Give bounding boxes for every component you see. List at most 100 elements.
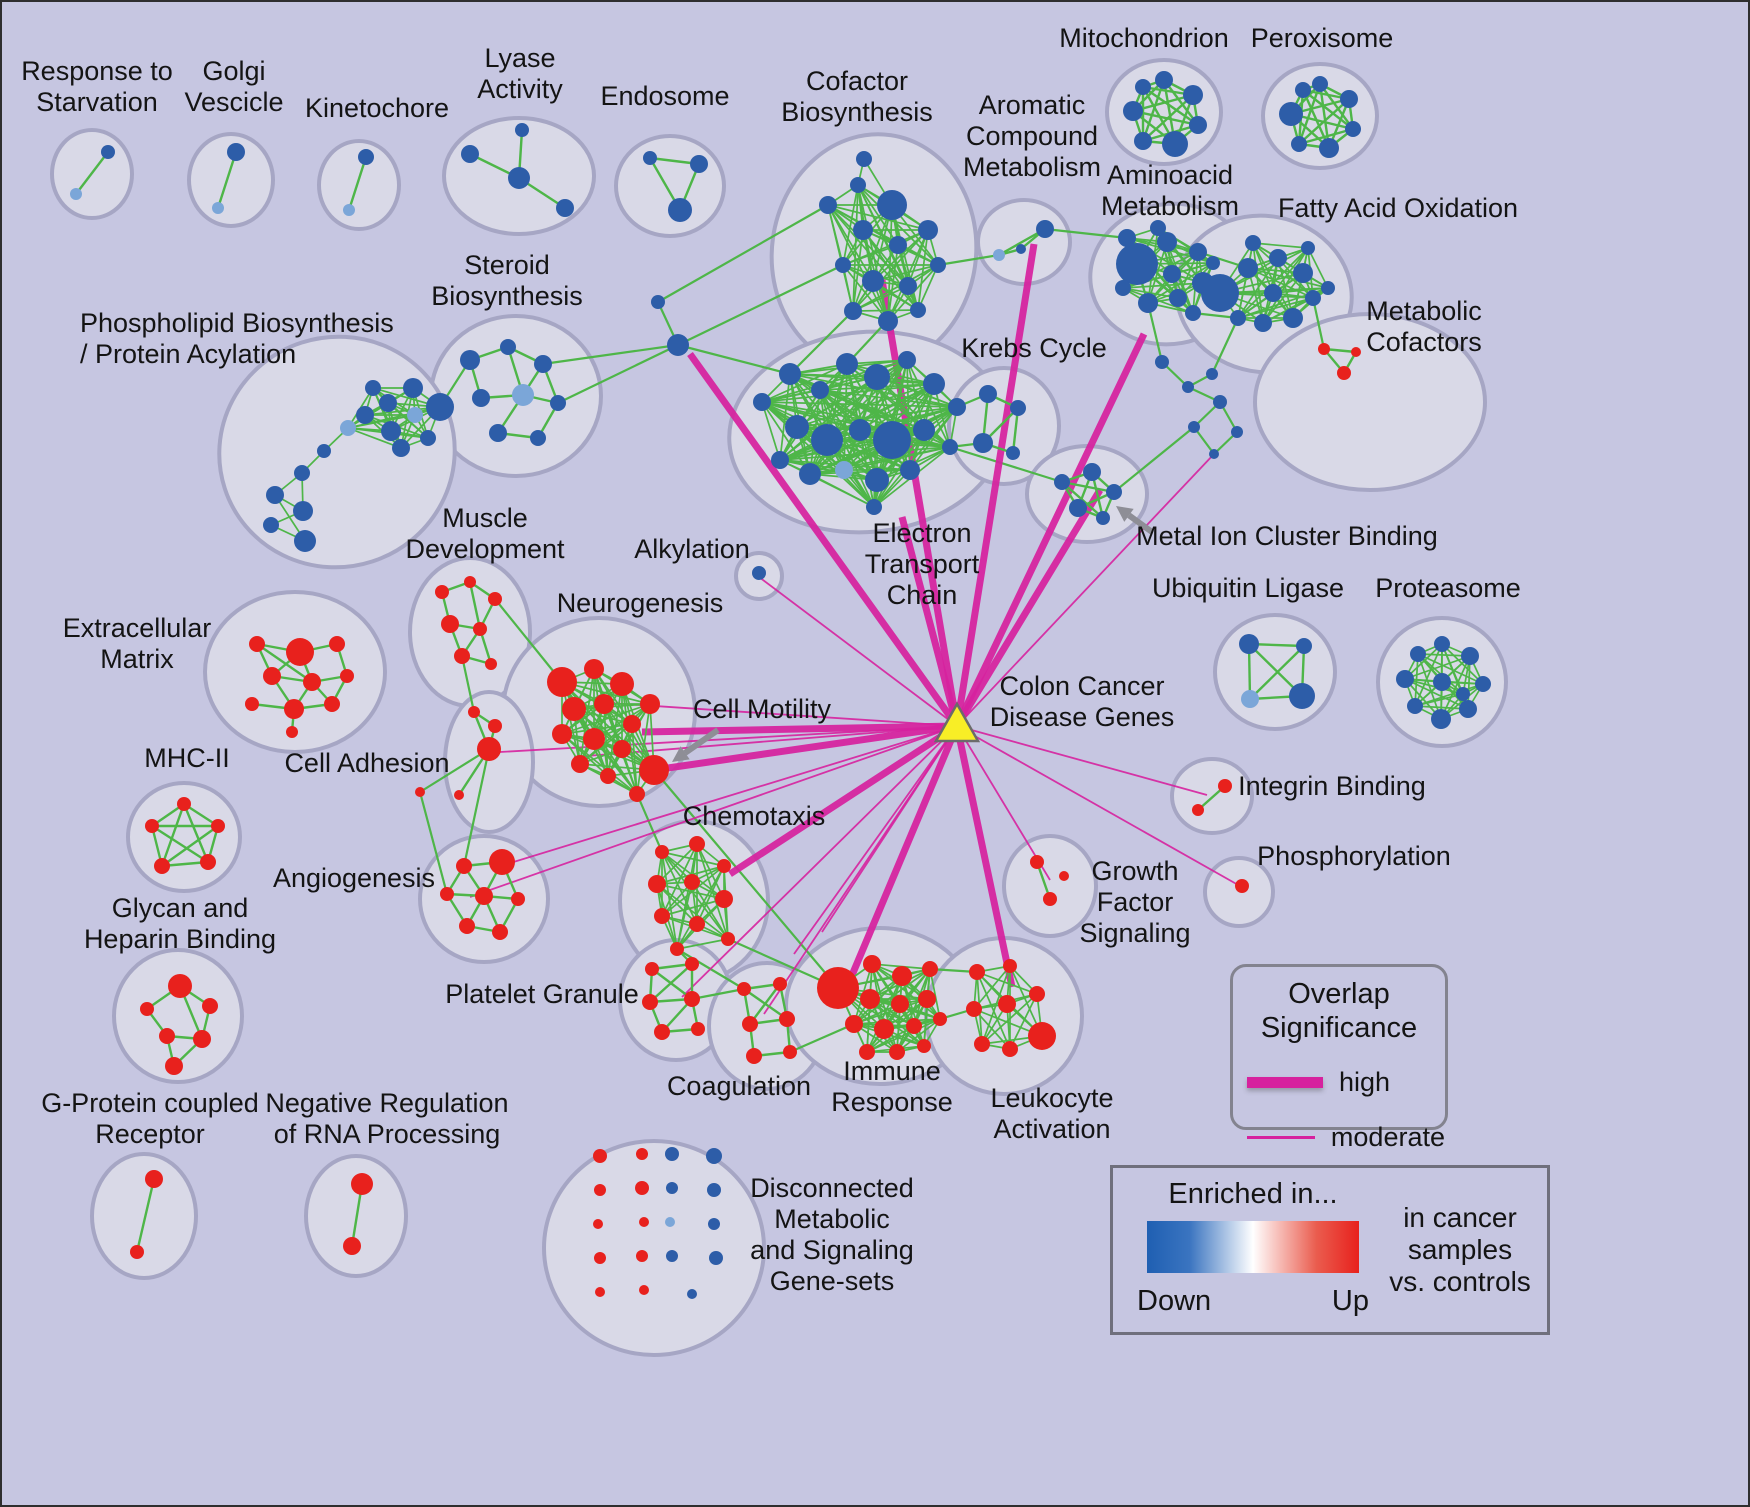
gene-set-node[interactable] <box>489 424 507 442</box>
gene-set-node[interactable] <box>168 974 192 998</box>
gene-set-node[interactable] <box>1218 779 1232 793</box>
gene-set-node[interactable] <box>294 530 316 552</box>
gene-set-node[interactable] <box>864 364 890 390</box>
gene-set-node[interactable] <box>407 407 423 423</box>
gene-set-node[interactable] <box>1002 1041 1018 1057</box>
gene-set-node[interactable] <box>329 636 345 652</box>
gene-set-node[interactable] <box>856 151 872 167</box>
gene-set-node[interactable] <box>898 351 916 369</box>
gene-set-node[interactable] <box>715 890 733 908</box>
gene-set-node[interactable] <box>845 1015 863 1033</box>
gene-set-node[interactable] <box>654 908 670 924</box>
gene-set-node[interactable] <box>918 990 936 1008</box>
gene-set-node[interactable] <box>1183 85 1203 105</box>
gene-set-node[interactable] <box>177 797 191 811</box>
gene-set-node[interactable] <box>1150 220 1166 236</box>
gene-set-node[interactable] <box>165 1057 183 1075</box>
gene-set-node[interactable] <box>689 916 705 932</box>
gene-set-node[interactable] <box>459 918 475 934</box>
gene-set-node[interactable] <box>923 373 945 395</box>
gene-set-node[interactable] <box>850 177 866 193</box>
gene-set-node[interactable] <box>773 977 787 991</box>
gene-set-node[interactable] <box>1028 1022 1056 1050</box>
gene-set-node[interactable] <box>340 669 354 683</box>
gene-set-node[interactable] <box>1433 673 1451 691</box>
gene-set-node[interactable] <box>101 145 115 159</box>
gene-set-node[interactable] <box>1155 71 1173 89</box>
gene-set-node[interactable] <box>1296 638 1312 654</box>
gene-set-node[interactable] <box>966 1001 982 1017</box>
gene-set-node[interactable] <box>461 145 479 163</box>
gene-set-node[interactable] <box>709 1251 723 1265</box>
gene-set-node[interactable] <box>1456 687 1470 701</box>
gene-set-node[interactable] <box>293 501 313 521</box>
gene-set-node[interactable] <box>1169 289 1187 307</box>
gene-set-node[interactable] <box>472 389 490 407</box>
gene-set-node[interactable] <box>610 672 634 696</box>
gene-set-node[interactable] <box>1291 136 1307 152</box>
gene-set-node[interactable] <box>468 706 480 718</box>
gene-set-node[interactable] <box>746 1048 762 1064</box>
gene-set-node[interactable] <box>654 1024 670 1040</box>
gene-set-node[interactable] <box>303 673 321 691</box>
gene-set-node[interactable] <box>1459 700 1477 718</box>
gene-set-node[interactable] <box>665 1217 675 1227</box>
gene-set-node[interactable] <box>643 151 657 165</box>
gene-set-node[interactable] <box>1264 284 1282 302</box>
gene-set-node[interactable] <box>859 1044 875 1060</box>
gene-set-node[interactable] <box>689 836 705 852</box>
gene-set-node[interactable] <box>779 363 801 385</box>
gene-set-node[interactable] <box>752 566 766 580</box>
gene-set-node[interactable] <box>779 1011 795 1027</box>
gene-set-node[interactable] <box>785 415 809 439</box>
gene-set-node[interactable] <box>552 724 572 744</box>
gene-set-node[interactable] <box>356 406 374 424</box>
gene-set-node[interactable] <box>835 461 853 479</box>
gene-set-node[interactable] <box>642 994 658 1010</box>
gene-set-node[interactable] <box>707 1183 721 1197</box>
gene-set-node[interactable] <box>1321 281 1335 295</box>
gene-set-node[interactable] <box>1239 634 1259 654</box>
gene-set-node[interactable] <box>284 699 304 719</box>
gene-set-node[interactable] <box>993 249 1005 261</box>
gene-set-node[interactable] <box>343 1237 361 1255</box>
gene-set-node[interactable] <box>973 433 993 453</box>
gene-set-node[interactable] <box>584 659 604 679</box>
colon-cancer-disease-genes-node[interactable] <box>933 701 981 743</box>
gene-set-node[interactable] <box>1431 709 1451 729</box>
gene-set-node[interactable] <box>464 576 476 588</box>
gene-set-node[interactable] <box>441 615 459 633</box>
gene-set-node[interactable] <box>1135 79 1151 95</box>
gene-set-node[interactable] <box>159 1028 175 1044</box>
gene-set-node[interactable] <box>1185 305 1201 321</box>
gene-set-node[interactable] <box>906 1018 922 1034</box>
gene-set-node[interactable] <box>1138 293 1158 313</box>
gene-set-node[interactable] <box>511 892 525 906</box>
gene-set-node[interactable] <box>381 421 401 441</box>
gene-set-node[interactable] <box>530 430 546 446</box>
gene-set-node[interactable] <box>489 849 515 875</box>
gene-set-node[interactable] <box>1054 474 1070 490</box>
gene-set-node[interactable] <box>645 962 659 976</box>
gene-set-node[interactable] <box>737 982 751 996</box>
gene-set-node[interactable] <box>435 585 449 599</box>
gene-set-node[interactable] <box>665 1147 679 1161</box>
gene-set-node[interactable] <box>1201 274 1239 312</box>
gene-set-node[interactable] <box>1318 343 1330 355</box>
gene-set-node[interactable] <box>1016 244 1026 254</box>
gene-set-node[interactable] <box>1279 102 1303 126</box>
gene-set-node[interactable] <box>783 1045 797 1059</box>
gene-set-node[interactable] <box>70 188 82 200</box>
gene-set-node[interactable] <box>1213 395 1227 409</box>
gene-set-node[interactable] <box>556 199 574 217</box>
gene-set-node[interactable] <box>454 790 464 800</box>
gene-set-node[interactable] <box>1059 871 1069 881</box>
gene-set-node[interactable] <box>655 845 669 859</box>
gene-set-node[interactable] <box>488 719 502 733</box>
gene-set-node[interactable] <box>1189 116 1207 134</box>
gene-set-node[interactable] <box>639 755 669 785</box>
gene-set-node[interactable] <box>860 989 880 1009</box>
gene-set-node[interactable] <box>286 726 298 738</box>
gene-set-node[interactable] <box>1029 986 1045 1002</box>
gene-set-node[interactable] <box>343 204 355 216</box>
